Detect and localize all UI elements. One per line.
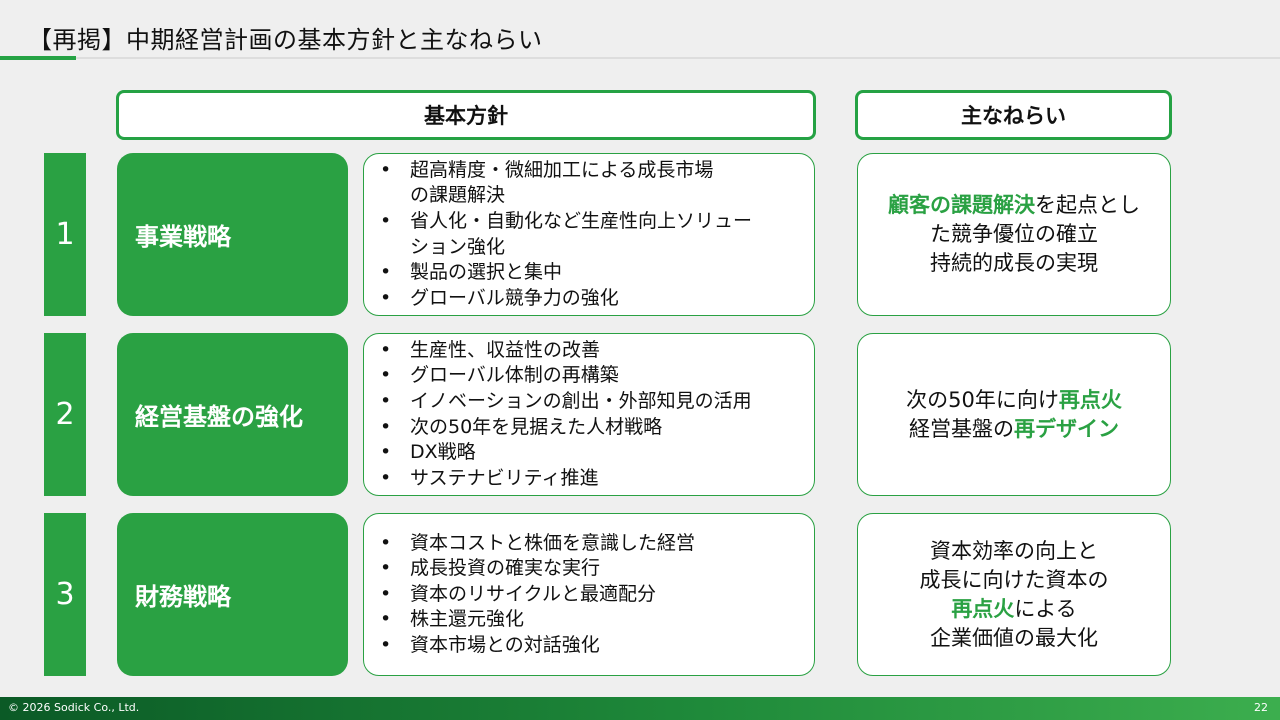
policy-item: グローバル体制の再構築 xyxy=(380,363,752,389)
row-number-2: 2 xyxy=(44,333,86,496)
policy-item: DX戦略 xyxy=(380,440,752,466)
aim-text: 次の50年に向け xyxy=(906,387,1059,412)
row-number-label: 1 xyxy=(55,217,75,252)
aim-box-finance: 資本効率の向上と 成長に向けた資本の 再点火による 企業価値の最大化 xyxy=(857,513,1171,676)
aim-box-business: 顧客の課題解決を起点とし た競争優位の確立 持続的成長の実現 xyxy=(857,153,1171,316)
aim-box-foundation: 次の50年に向け再点火 経営基盤の再デザイン xyxy=(857,333,1171,496)
policy-item: 省人化・自動化など生産性向上ソリュー xyxy=(380,209,752,235)
copyright-text: © 2026 Sodick Co., Ltd. xyxy=(8,701,140,714)
aim-highlight: 再デザイン xyxy=(1014,416,1119,441)
policy-item: 生産性、収益性の改善 xyxy=(380,338,752,364)
policy-item: 資本市場との対話強化 xyxy=(380,633,695,659)
strategy-box-finance: 財務戦略 xyxy=(117,513,348,676)
aim-column-header: 主なねらい xyxy=(855,90,1172,140)
title-accent-bar xyxy=(0,56,76,60)
policy-item: 次の50年を見据えた人材戦略 xyxy=(380,415,752,441)
page-title: 【再掲】中期経営計画の基本方針と主なねらい xyxy=(28,26,543,54)
strategy-box-foundation: 経営基盤の強化 xyxy=(117,333,348,496)
policy-list: 生産性、収益性の改善 グローバル体制の再構築 イノベーションの創出・外部知見の活… xyxy=(380,338,752,492)
aim-line: 顧客の課題解決を起点とし xyxy=(888,191,1140,220)
aim-text: 経営基盤の xyxy=(909,416,1014,441)
aim-line: 成長に向けた資本の xyxy=(919,567,1109,592)
aim-highlight: 再点火 xyxy=(1058,387,1122,412)
policy-item: 資本のリサイクルと最適配分 xyxy=(380,582,695,608)
aim-line: 再点火による xyxy=(951,595,1076,624)
policy-item: 株主還元強化 xyxy=(380,607,695,633)
footer-bar: © 2026 Sodick Co., Ltd. 22 xyxy=(0,697,1280,720)
policy-header-label: 基本方針 xyxy=(424,104,508,128)
aim-text: を起点とし xyxy=(1035,193,1140,217)
policy-box-business: 超高精度・微細加工による成長市場 の課題解決 省人化・自動化など生産性向上ソリュ… xyxy=(363,153,815,316)
page-number: 22 xyxy=(1254,701,1268,714)
row-number-label: 2 xyxy=(55,397,75,432)
row-number-3: 3 xyxy=(44,513,86,676)
aim-line: 次の50年に向け再点火 xyxy=(906,386,1122,415)
policy-item: 成長投資の確実な実行 xyxy=(380,556,695,582)
row-number-1: 1 xyxy=(44,153,86,316)
aim-highlight: 再点火 xyxy=(951,596,1015,621)
strategy-box-business: 事業戦略 xyxy=(117,153,348,316)
policy-list: 超高精度・微細加工による成長市場 の課題解決 省人化・自動化など生産性向上ソリュ… xyxy=(380,158,752,312)
policy-item: 超高精度・微細加工による成長市場 xyxy=(380,158,752,184)
policy-list: 資本コストと株価を意識した経営 成長投資の確実な実行 資本のリサイクルと最適配分… xyxy=(380,531,695,659)
policy-item-continuation: ション強化 xyxy=(410,235,506,258)
aim-line: 経営基盤の再デザイン xyxy=(909,415,1119,444)
title-divider xyxy=(76,57,1280,59)
row-number-label: 3 xyxy=(55,577,75,612)
aim-header-label: 主なねらい xyxy=(961,104,1066,128)
aim-text: による xyxy=(1014,596,1077,621)
strategy-label: 財務戦略 xyxy=(135,583,231,611)
policy-box-finance: 資本コストと株価を意識した経営 成長投資の確実な実行 資本のリサイクルと最適配分… xyxy=(363,513,815,676)
aim-line: 資本効率の向上と xyxy=(930,538,1098,563)
policy-box-foundation: 生産性、収益性の改善 グローバル体制の再構築 イノベーションの創出・外部知見の活… xyxy=(363,333,815,496)
aim-line: 持続的成長の実現 xyxy=(930,251,1098,275)
aim-line: 企業価値の最大化 xyxy=(930,625,1098,650)
strategy-label: 経営基盤の強化 xyxy=(135,403,303,431)
policy-item: 資本コストと株価を意識した経営 xyxy=(380,531,695,557)
policy-item: グローバル競争力の強化 xyxy=(380,286,752,312)
policy-item: 製品の選択と集中 xyxy=(380,260,752,286)
aim-line: た競争優位の確立 xyxy=(930,222,1098,246)
strategy-label: 事業戦略 xyxy=(135,223,231,251)
policy-item: イノベーションの創出・外部知見の活用 xyxy=(380,389,752,415)
policy-item-continuation: の課題解決 xyxy=(410,184,506,207)
aim-highlight: 顧客の課題解決 xyxy=(888,193,1035,217)
policy-item: サステナビリティ推進 xyxy=(380,466,752,492)
policy-column-header: 基本方針 xyxy=(116,90,816,140)
